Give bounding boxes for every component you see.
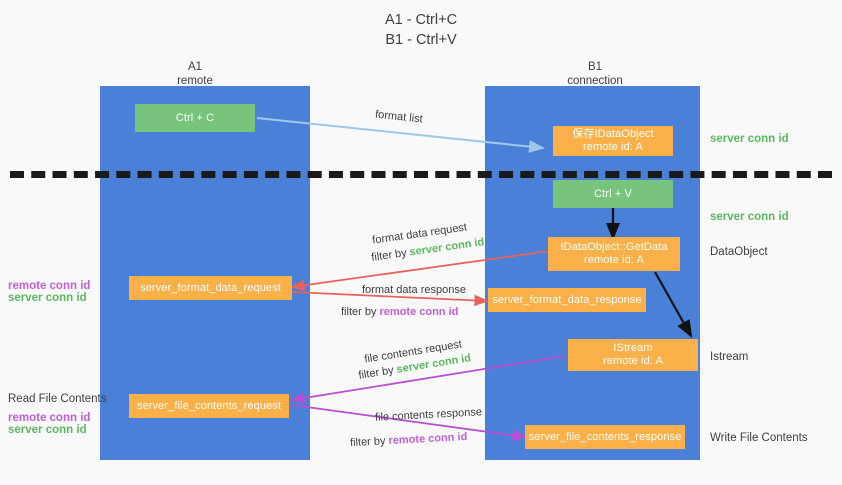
left-label-read-file-contents: Read File Contents (8, 393, 107, 405)
column-b1-sub: connection (567, 75, 623, 87)
filter-prefix-2: filter by (341, 306, 380, 318)
right-label-write-file-contents: Write File Contents (710, 432, 808, 444)
node-idataobject-line2: remote id: A (583, 141, 643, 153)
right-label-server-conn-id-1: server conn id (710, 133, 789, 145)
node-server-format-data-request-label: server_format_data_request (140, 281, 281, 294)
node-idataobject-getdata[interactable]: IDataObject::GetData remote id: A (548, 237, 680, 271)
node-getdata-line2: remote id: A (584, 254, 644, 266)
column-a1-name: A1 (187, 61, 203, 73)
phase-divider (10, 171, 832, 178)
node-idataobject-line1: 保存IDataObject (572, 128, 654, 140)
node-server-format-data-response[interactable]: server_format_data_response (488, 288, 646, 312)
filter-target-2: remote conn id (379, 306, 459, 318)
node-server-file-contents-response-label: server_file_contents_response (528, 430, 682, 443)
node-server-file-contents-response[interactable]: server_file_contents_response (525, 425, 685, 449)
title-line-2: B1 - Ctrl+V (385, 32, 457, 48)
node-idataobject[interactable]: 保存IDataObject remote id: A (553, 126, 673, 156)
node-ctrl-v-label: Ctrl + V (594, 187, 632, 200)
title-line-1: A1 - Ctrl+C (384, 12, 458, 28)
left-label-remote-conn-id-1: remote conn id (8, 280, 91, 292)
node-server-format-data-response-label: server_format_data_response (492, 293, 642, 306)
filter-prefix-1: filter by (370, 246, 411, 264)
column-header-a1: A1 remote (115, 60, 275, 88)
right-label-dataobject: DataObject (710, 246, 768, 258)
node-getdata-line1: IDataObject::GetData (560, 241, 668, 253)
right-label-istream: Istream (710, 351, 749, 363)
node-server-file-contents-request-label: server_file_contents_request (136, 399, 282, 412)
column-header-b1: B1 connection (515, 60, 675, 88)
edge-label-format-data-response-filter: filter by remote conn id (341, 306, 458, 319)
diagram-title: A1 - Ctrl+C B1 - Ctrl+V (0, 10, 842, 50)
left-label-remote-conn-id-2: remote conn id (8, 412, 91, 424)
edge-label-format-data-response: format data response (362, 284, 466, 296)
edge-label-file-contents-response-filter: filter by remote conn id (350, 431, 468, 450)
left-label-server-conn-id-1: server conn id (8, 292, 87, 304)
node-istream-line1: IStream (613, 342, 653, 354)
node-ctrl-c-label: Ctrl + C (175, 111, 215, 124)
right-label-server-conn-id-2: server conn id (710, 211, 789, 223)
edge-label-format-list: format list (374, 108, 424, 126)
node-server-format-data-request[interactable]: server_format_data_request (129, 276, 292, 300)
filter-prefix-3: filter by (357, 363, 398, 382)
column-b1-name: B1 (587, 61, 603, 73)
edge-label-file-contents-response: file contents response (374, 406, 483, 424)
column-a1-sub: remote (177, 75, 213, 87)
node-server-file-contents-request[interactable]: server_file_contents_request (129, 394, 289, 418)
node-ctrl-v[interactable]: Ctrl + V (553, 180, 673, 208)
filter-target-4: remote conn id (388, 430, 468, 448)
node-ctrl-c[interactable]: Ctrl + C (135, 104, 255, 132)
node-istream[interactable]: IStream remote id: A (568, 339, 698, 371)
node-istream-line2: remote id: A (603, 355, 663, 367)
filter-prefix-4: filter by (349, 435, 389, 450)
left-label-server-conn-id-2: server conn id (8, 424, 87, 436)
